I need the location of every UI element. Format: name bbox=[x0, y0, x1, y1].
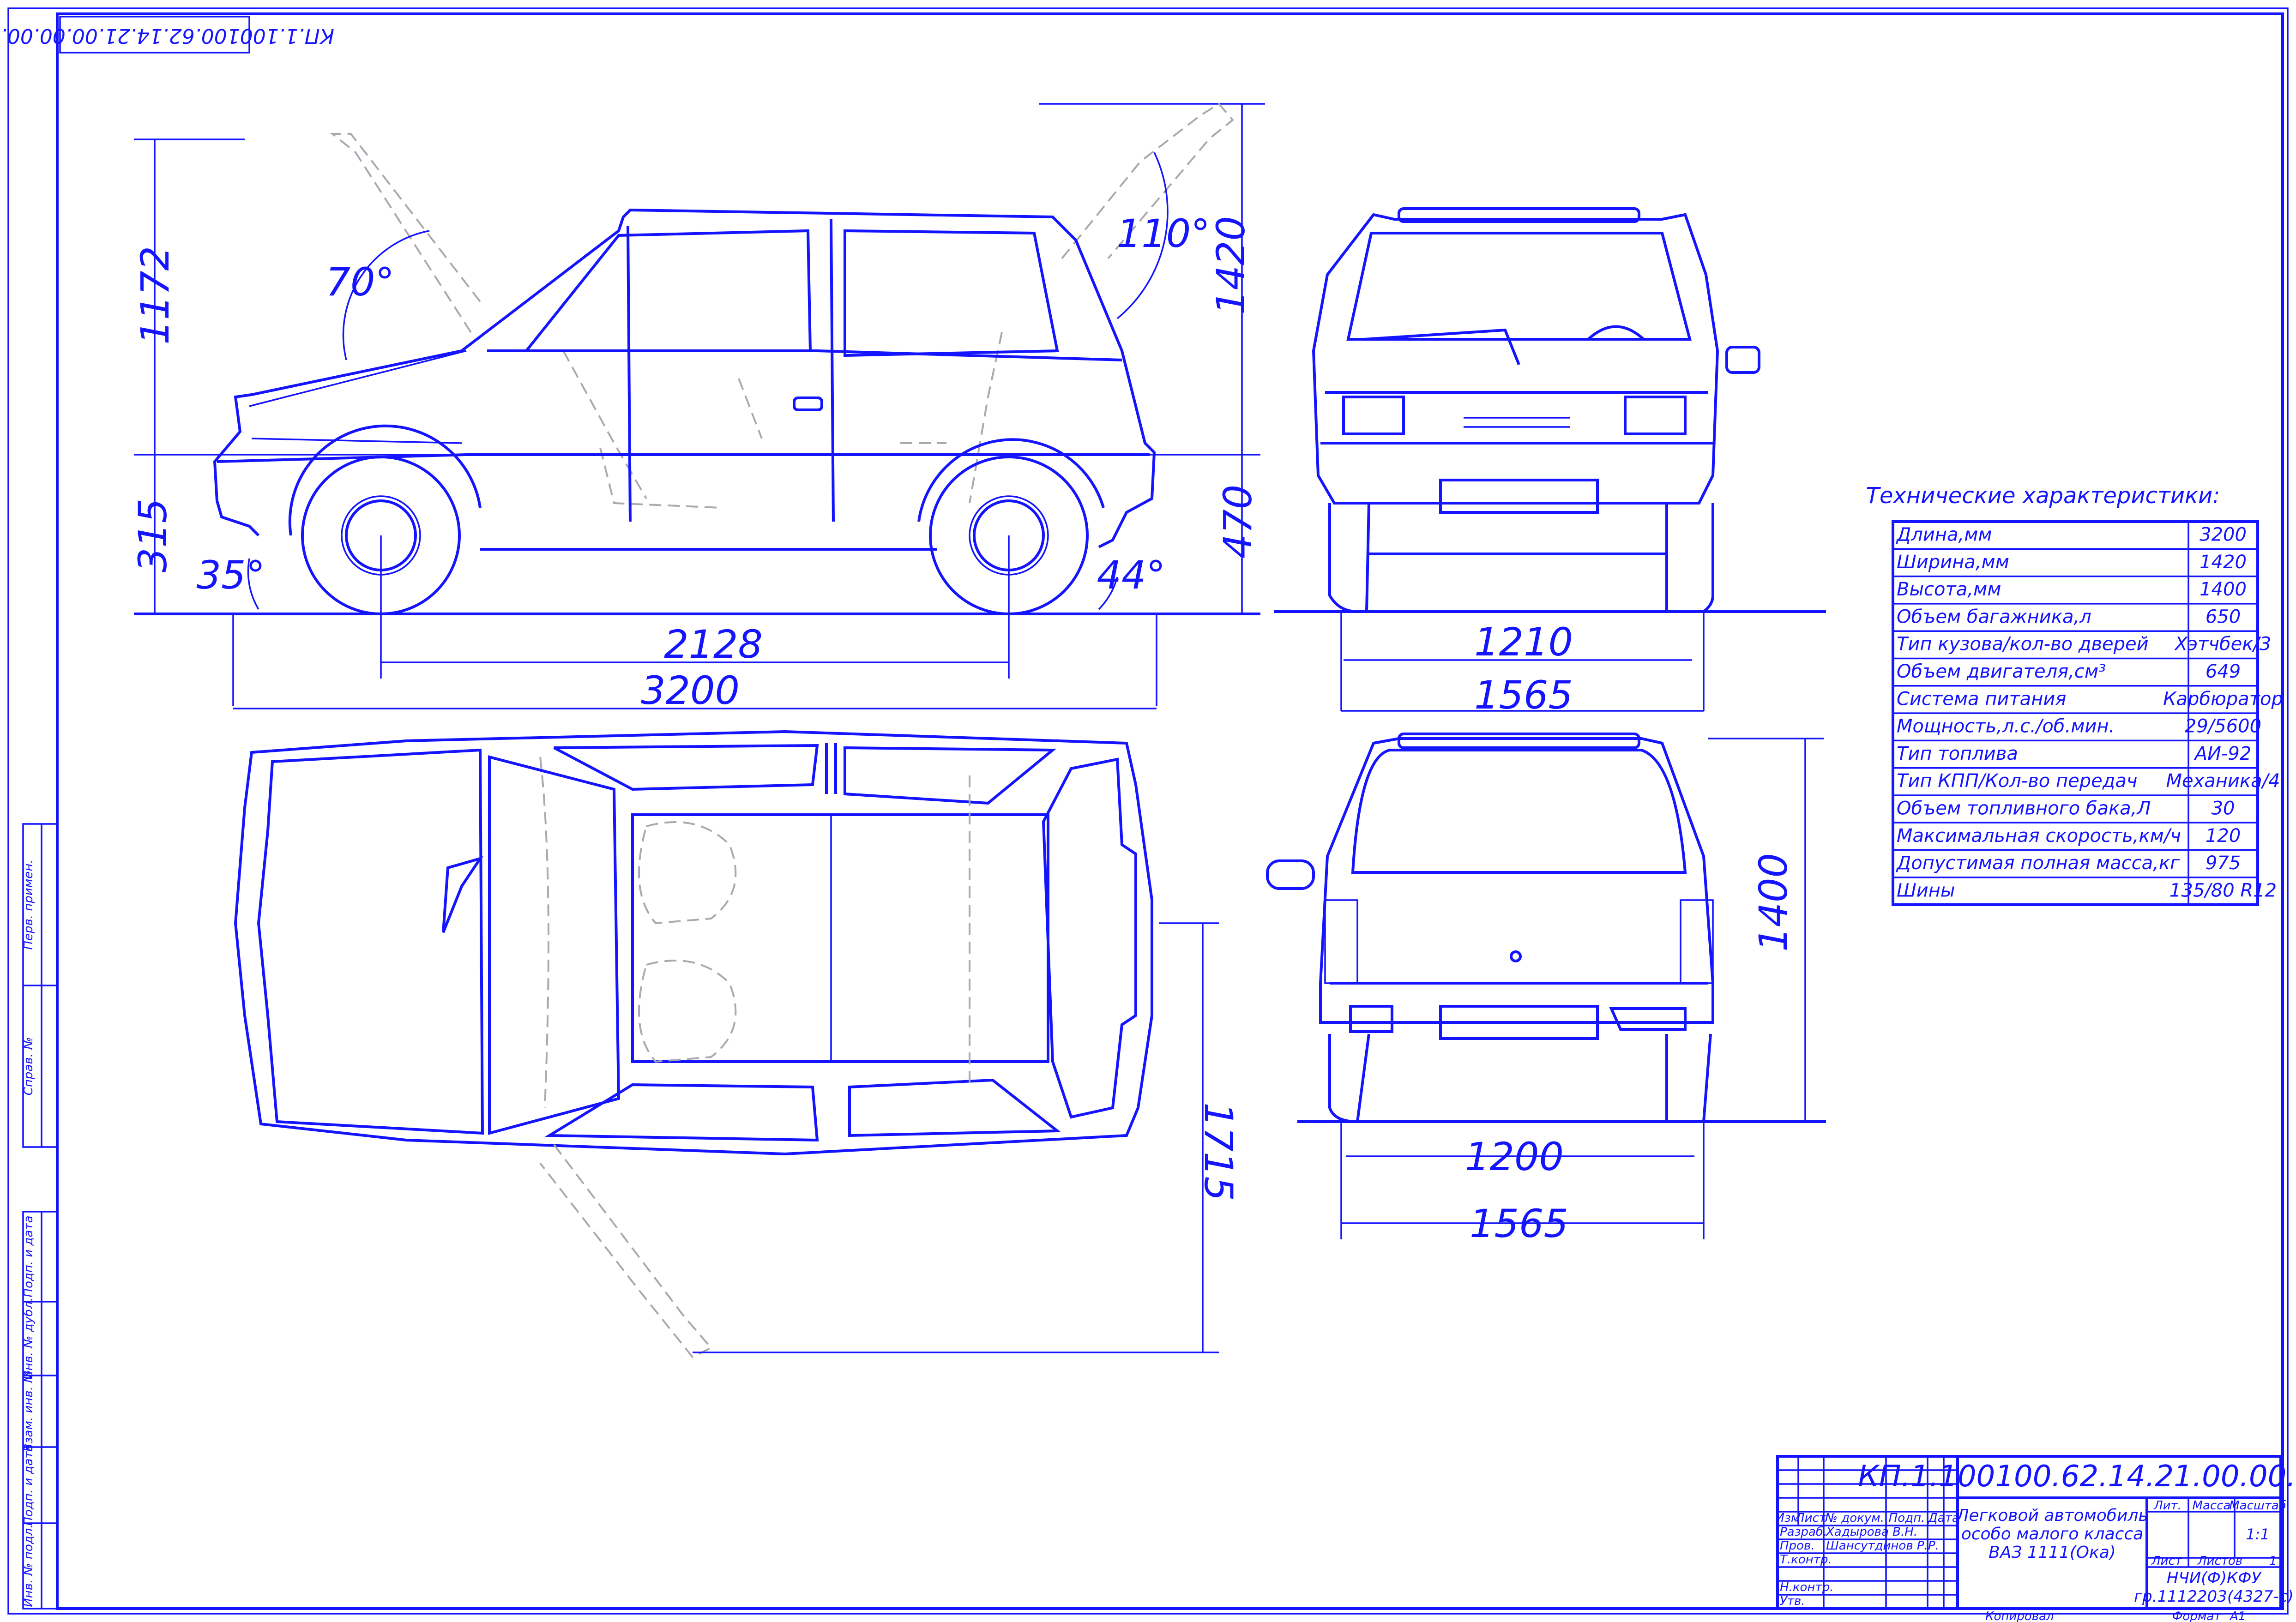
rear-view: 1400 1200 1565 bbox=[1266, 733, 1826, 1246]
person-checker: Шансутдинов Р.Р. bbox=[1826, 1539, 1939, 1553]
spec-name: Объем топливного бака,Л bbox=[1897, 798, 2151, 819]
spec-name: Тип КПП/Кол-во передач bbox=[1897, 770, 2138, 792]
dim-rear-track: 1200 bbox=[1465, 1134, 1564, 1179]
title-block: Изм Лист № докум. Подп. Дата Разраб. Про… bbox=[1776, 1455, 2296, 1622]
mass-header: Масса bbox=[2193, 1499, 2231, 1513]
spec-name: Мощность,л.с./об.мин. bbox=[1897, 716, 2115, 737]
dim-hatch-height: 1420 bbox=[1208, 216, 1253, 315]
angle-approach: 35° bbox=[197, 553, 265, 598]
scale-value: 1:1 bbox=[2246, 1526, 2270, 1543]
dim-length: 3200 bbox=[641, 668, 740, 713]
stamp-replace-inv: Взам. инв. № bbox=[22, 1370, 36, 1452]
col-doc: № докум. bbox=[1824, 1511, 1884, 1525]
spec-name: Высота,мм bbox=[1897, 579, 2001, 600]
spec-value: 135/80 R12 bbox=[2169, 880, 2277, 901]
sheets-label: Листов bbox=[2197, 1554, 2242, 1568]
spec-name: Объем двигателя,см³ bbox=[1897, 661, 2106, 682]
copied-label: Копировал bbox=[1985, 1610, 2054, 1622]
dim-door-open-width: 1715 bbox=[1196, 1102, 1241, 1201]
spec-value: 649 bbox=[2206, 661, 2241, 682]
top-view: 1715 bbox=[234, 730, 1241, 1358]
angle-departure: 44° bbox=[1097, 553, 1166, 598]
corner-code-box bbox=[59, 16, 250, 54]
dim-wheelbase: 2128 bbox=[664, 622, 763, 667]
spec-value: 650 bbox=[2206, 606, 2241, 627]
spec-value: Механика/4 bbox=[2166, 770, 2280, 792]
spec-name: Система питания bbox=[1897, 688, 2066, 709]
spec-value: АИ-92 bbox=[2194, 743, 2252, 764]
col-izm: Изм bbox=[1776, 1511, 1800, 1525]
spec-value: 120 bbox=[2206, 825, 2241, 847]
title-line-2: особо малого класса bbox=[1961, 1525, 2144, 1544]
spec-name: Ширина,мм bbox=[1897, 552, 2009, 573]
col-sign: Подп. bbox=[1889, 1511, 1925, 1525]
angle-hood: 70° bbox=[326, 259, 395, 305]
org-line-1: НЧИ(Ф)КФУ bbox=[2167, 1569, 2262, 1587]
spec-value: 30 bbox=[2212, 798, 2235, 819]
stamp-orig-inv: Инв. № подл. bbox=[22, 1524, 36, 1607]
spec-value: Карбюратор bbox=[2163, 688, 2283, 709]
outer-frame bbox=[7, 7, 2289, 1615]
side-view: 1172 1420 315 470 2128 3200 70° 110° 35°… bbox=[130, 102, 1265, 713]
col-date: Дата bbox=[1928, 1511, 1959, 1525]
person-developer: Хадырова В.Н. bbox=[1825, 1525, 1917, 1539]
org-line-2: гр.1112203(4327-с) bbox=[2134, 1587, 2294, 1606]
spec-name: Допустимая полная масса,кг bbox=[1896, 853, 2180, 874]
spec-name: Тип кузова/кол-во дверей bbox=[1897, 634, 2149, 655]
role-ncontrol: Н.контр. bbox=[1780, 1580, 1833, 1594]
specs-table: Технические характеристики: Длина,мм 3200… bbox=[1866, 483, 2283, 906]
sheets-count: 1 bbox=[2269, 1554, 2277, 1568]
col-list: Лист bbox=[1795, 1511, 1826, 1525]
spec-name: Длина,мм bbox=[1896, 524, 1992, 546]
dim-hood-height: 1172 bbox=[133, 246, 178, 345]
spec-value: 1400 bbox=[2200, 579, 2247, 600]
stamp-sign-date-1: Подп. и дата bbox=[22, 1215, 36, 1297]
dim-sill-height: 470 bbox=[1215, 485, 1260, 559]
dim-rear-width: 1565 bbox=[1470, 1201, 1568, 1246]
role-tcontrol: Т.контр. bbox=[1780, 1553, 1832, 1567]
title-line-3: ВАЗ 1111(Ока) bbox=[1989, 1543, 2116, 1562]
stamp-ref-no: Справ. № bbox=[22, 1037, 36, 1095]
format-value: А1 bbox=[2229, 1610, 2246, 1622]
left-stamp: Перв. примен. Справ. № Подп. и дата Инв.… bbox=[22, 823, 58, 1610]
role-checker: Пров. bbox=[1780, 1539, 1815, 1553]
format-label: Формат bbox=[2172, 1610, 2221, 1622]
spec-name: Шины bbox=[1897, 880, 1955, 901]
lit-header: Лит. bbox=[2153, 1499, 2182, 1513]
spec-name: Тип топлива bbox=[1897, 743, 2018, 764]
spec-value: 1420 bbox=[2200, 552, 2247, 573]
sheet-label: Лист bbox=[2151, 1554, 2182, 1568]
document-code: КП.1.100100.62.14.21.00.00.00.00 bbox=[1858, 1460, 2296, 1494]
stamp-dup-inv: Инв. № дубл. bbox=[22, 1298, 36, 1380]
role-approve: Утв. bbox=[1780, 1594, 1805, 1608]
dim-ground-clearance: 315 bbox=[130, 499, 175, 572]
stamp-first-use: Перв. примен. bbox=[22, 859, 36, 949]
drawing-border bbox=[56, 12, 2284, 1610]
dim-front-width: 1565 bbox=[1474, 673, 1573, 718]
front-view: 1210 1565 bbox=[1274, 207, 1826, 718]
dim-front-track: 1210 bbox=[1474, 619, 1573, 665]
specs-title: Технические характеристики: bbox=[1866, 483, 2220, 509]
dim-height: 1400 bbox=[1751, 853, 1796, 952]
spec-value: 3200 bbox=[2200, 524, 2247, 546]
spec-value: 29/5600 bbox=[2185, 716, 2261, 737]
scale-header: Масштаб bbox=[2229, 1499, 2286, 1513]
spec-name: Объем багажника,л bbox=[1897, 606, 2091, 627]
spec-value: Хэтчбек/3 bbox=[2174, 634, 2272, 655]
title-line-1: Легковой автомобиль bbox=[1955, 1506, 2148, 1525]
spec-name: Максимальная скорость,км/ч bbox=[1897, 825, 2181, 847]
role-developer: Разраб. bbox=[1780, 1525, 1827, 1539]
spec-value: 975 bbox=[2206, 853, 2241, 874]
stamp-sign-date-2: Подп. и дата bbox=[22, 1444, 36, 1526]
angle-hatch: 110° bbox=[1117, 211, 1210, 256]
corner-code: КП.1.100100.62.14.21.00.00.00.00 bbox=[0, 24, 334, 48]
